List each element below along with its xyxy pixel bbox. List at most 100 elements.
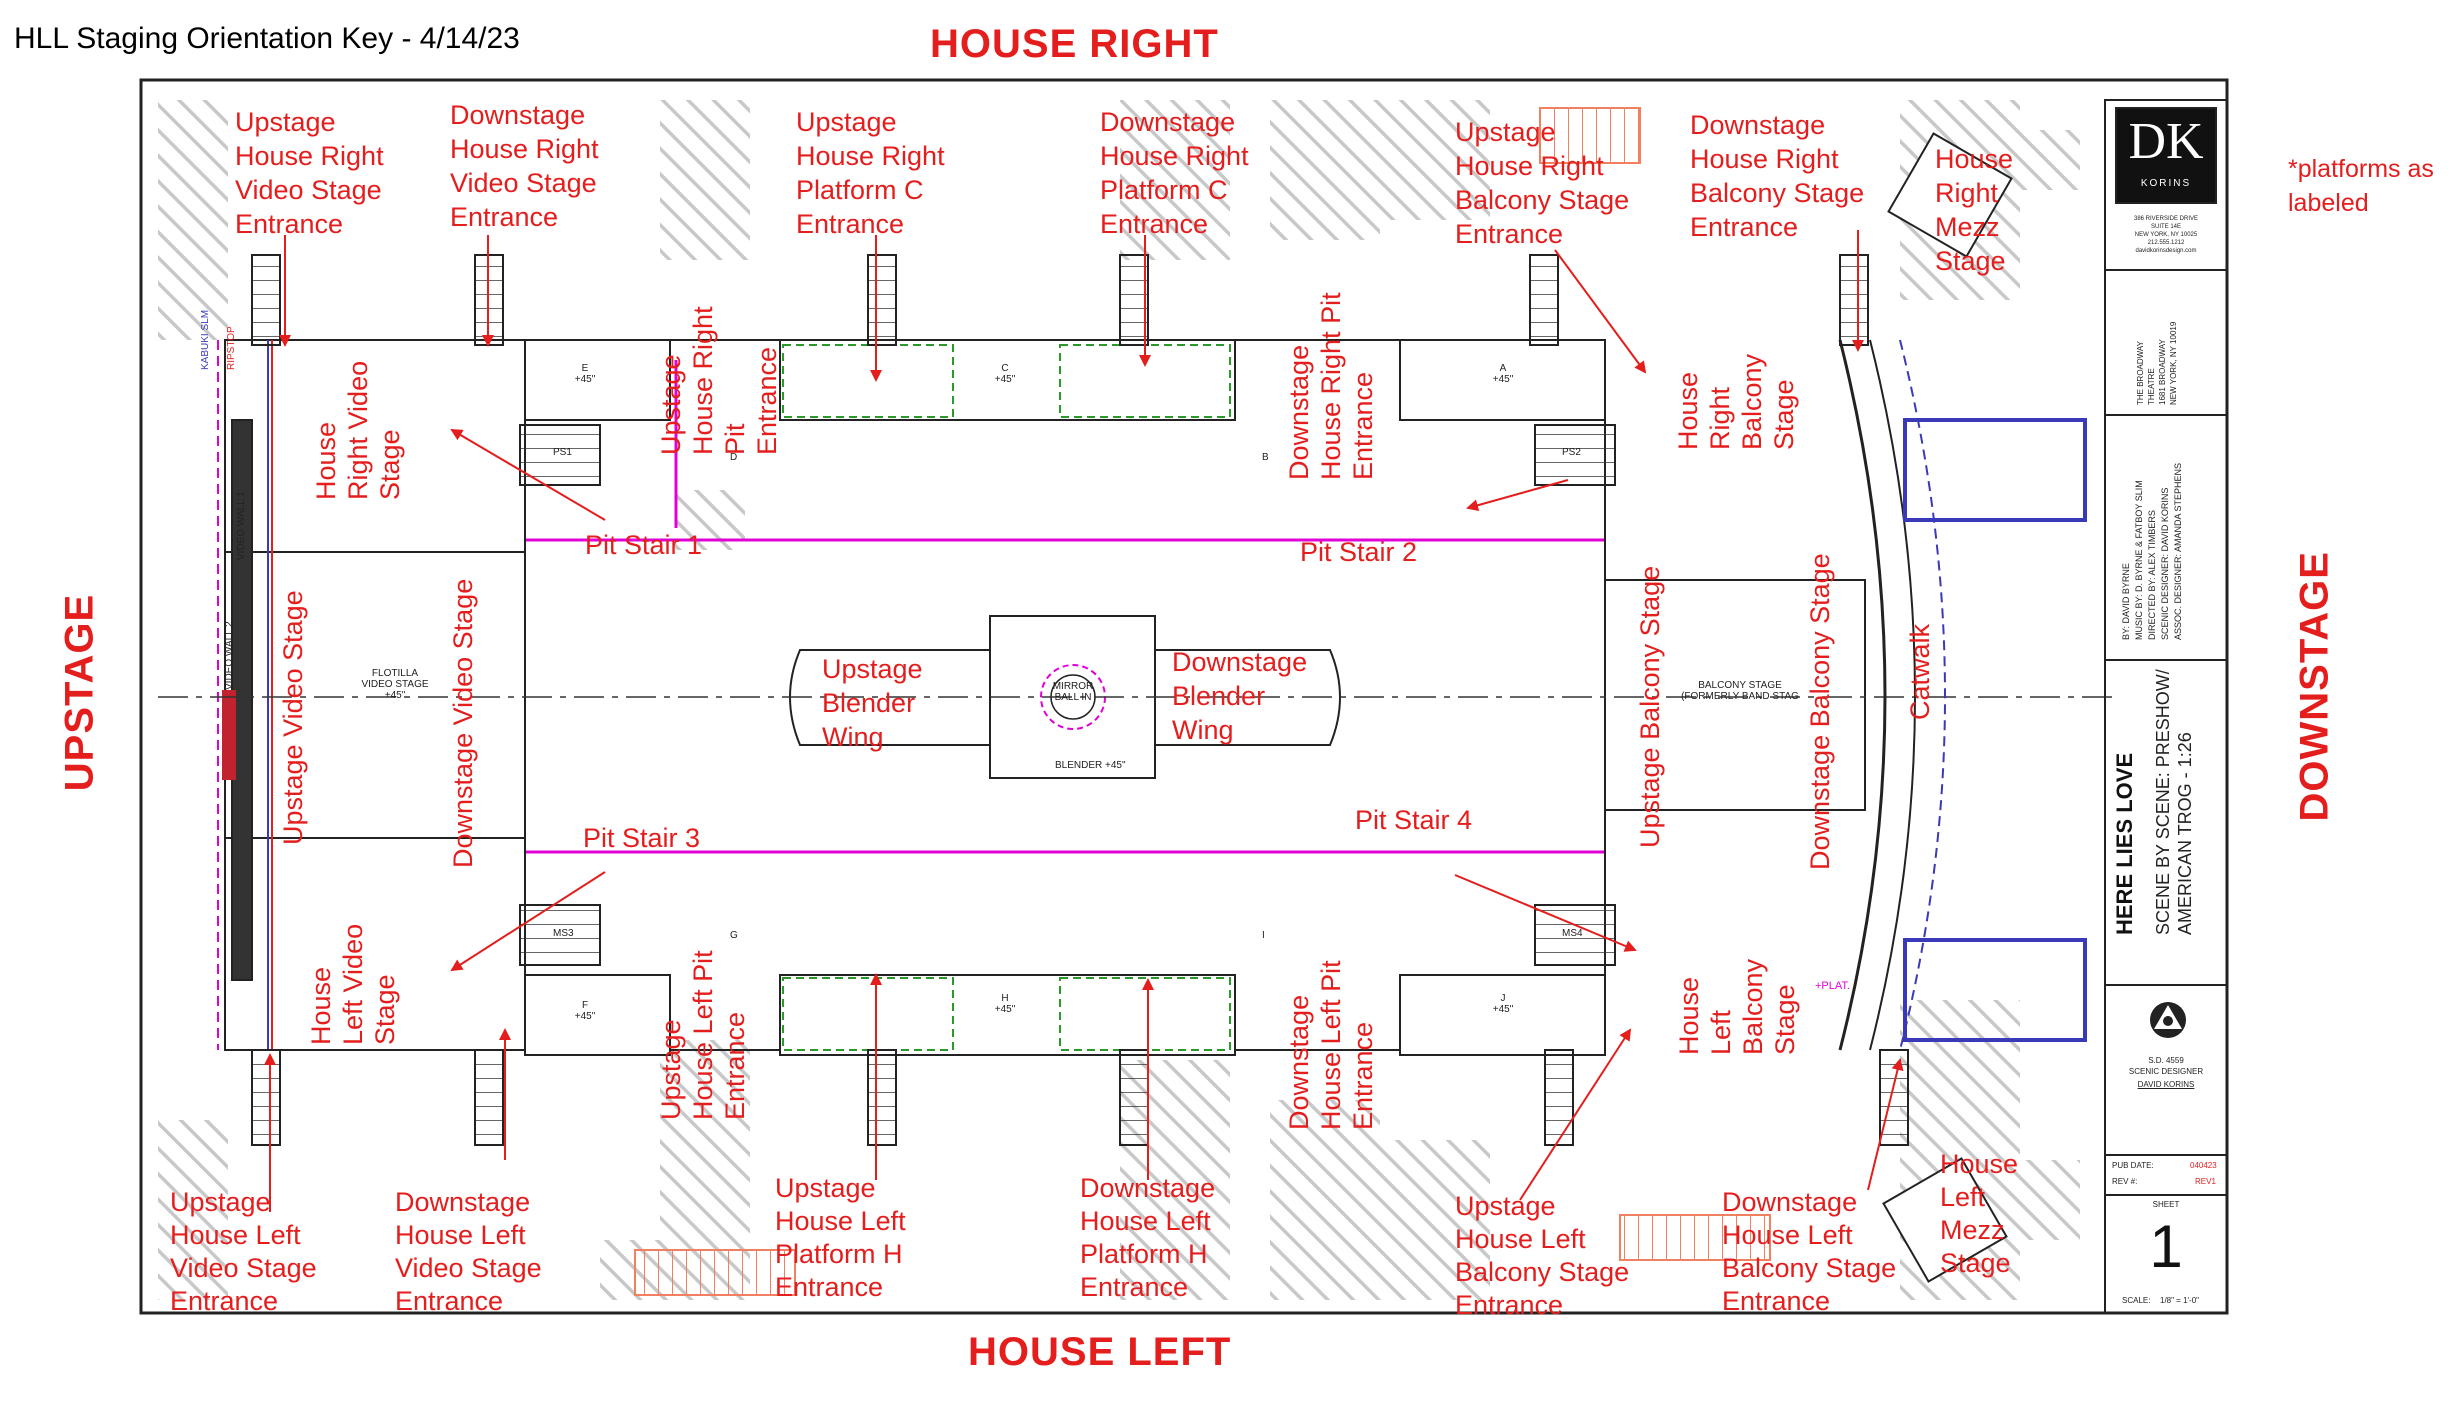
platforms-note-line: *platforms as — [2288, 155, 2434, 183]
annotation-ds-hr-pit-entrance: Downstage House Right Pit Entrance — [1283, 280, 1379, 480]
annotation-line: Right — [1935, 178, 1999, 208]
balcony-stage-label: BALCONY STAGE (FORMERLY BAND STAG — [1670, 680, 1810, 702]
annotation-line: Video Stage — [450, 168, 597, 198]
annotation-line: Mezz — [1935, 212, 2000, 242]
annotation-line: Entrance — [450, 202, 559, 232]
annotation-line: Downstage — [1080, 1173, 1216, 1203]
annotation-ds-hl-pit-entrance: Downstage House Left Pit Entrance — [1283, 940, 1379, 1130]
annotation-us-hr-platform-c-entrance: Upstage House Right Platform C Entrance — [796, 105, 945, 241]
annotation-line: Downstage — [395, 1187, 531, 1217]
platform-a-letter: A — [1499, 363, 1507, 374]
annotation-line: House Right Pit — [1316, 292, 1346, 480]
platform-j-shape — [1399, 974, 1606, 1056]
annotation-line: Entrance — [1100, 209, 1209, 239]
annotation-line: Blender — [1172, 681, 1266, 711]
annotation-line: Stage — [1935, 246, 2006, 276]
annotation-line: Entrance — [235, 209, 344, 239]
page-title: HLL Staging Orientation Key - 4/14/23 — [14, 22, 520, 55]
flotilla-line: VIDEO STAGE — [361, 679, 429, 690]
annotation-line: Entrance — [1690, 212, 1799, 242]
platform-c-letter: C — [1001, 363, 1009, 374]
annotation-pit-stair-2: Pit Stair 2 — [1300, 537, 1418, 567]
annotation-line: Left Video — [338, 923, 368, 1045]
annotation-line: Upstage — [1455, 1191, 1556, 1221]
annotation-line: Downstage — [1722, 1187, 1858, 1217]
platform-j-label: J +45" — [1478, 993, 1528, 1015]
annotation-line: Stage — [375, 429, 405, 500]
annotation-line: House — [1673, 371, 1703, 450]
annotation-us-hr-pit-entrance: Upstage House Right Pit Entrance — [655, 285, 783, 455]
annotation-line: Downstage — [450, 100, 586, 130]
annotation-ds-hl-balcony-entrance: Downstage House Left Balcony Stage Entra… — [1722, 1186, 1896, 1318]
union-line: SCENIC DESIGNER — [2128, 1067, 2204, 1076]
logo-sub: KORINS — [2140, 178, 2192, 189]
annotation-line: Entrance — [395, 1286, 504, 1316]
annotation-pit-stair-1: Pit Stair 1 — [585, 530, 703, 560]
annotation-line: Balcony — [1738, 958, 1768, 1055]
balcony-stage-line: BALCONY STAGE — [1698, 680, 1782, 691]
annotation-us-hr-video-entrance: Upstage House Right Video Stage Entrance — [235, 105, 384, 241]
annotation-us-hl-pit-entrance: Upstage House Left Pit Entrance — [655, 930, 751, 1120]
annotation-line: Entrance — [775, 1272, 884, 1302]
platforms-note-line: labeled — [2288, 189, 2369, 217]
annotation-hl-video-stage: House Left Video Stage — [305, 875, 401, 1045]
annotation-line: Platform H — [775, 1239, 903, 1269]
orange-stairs — [634, 107, 1771, 1296]
platform-h-shape — [779, 974, 1236, 1056]
annotation-line: Downstage — [1284, 994, 1314, 1130]
mirror-ball-label: MIRROR BALL IN — [1048, 681, 1098, 703]
flotilla-line: FLOTILLA — [371, 668, 419, 679]
annotation-line: Stage — [1940, 1248, 2011, 1278]
ps1-label: PS1 — [553, 447, 572, 458]
platform-h-label: H +45" — [980, 993, 1030, 1015]
annotation-line: Video Stage — [170, 1253, 317, 1283]
annotation-line: Right — [1705, 386, 1735, 450]
platform-f-label: F +45" — [560, 1000, 610, 1022]
annotation-line: House Left — [170, 1220, 301, 1250]
annotation-line: Upstage — [170, 1187, 271, 1217]
address-line: NEW YORK, NY 10025 — [2134, 232, 2198, 238]
annotation-line: Downstage — [1172, 647, 1308, 677]
annotation-line: House Left — [1455, 1224, 1586, 1254]
corner-i: I — [1262, 930, 1265, 941]
annotation-line: House Right — [1100, 141, 1249, 171]
annotation-line: Right Video — [343, 360, 373, 500]
annotation-ds-hl-video-entrance: Downstage House Left Video Stage Entranc… — [395, 1186, 542, 1318]
annotation-us-hl-video-entrance: Upstage House Left Video Stage Entrance — [170, 1186, 317, 1318]
platform-h-letter: H — [1001, 993, 1009, 1004]
house-right-label: HOUSE RIGHT — [930, 22, 1219, 66]
credit-line: MUSIC BY: D. BYRNE & FATBOY SLIM — [2134, 480, 2144, 640]
annotation-hl-mezz-stage: House Left Mezz Stage — [1940, 1148, 2018, 1280]
annotation-line: Entrance — [1455, 1290, 1564, 1320]
annotation-line: Entrance — [170, 1286, 279, 1316]
credit-line: SCENIC DESIGNER: DAVID KORINS — [2160, 487, 2170, 640]
logo: DK — [2128, 113, 2204, 170]
mirror-ball-line: BALL IN — [1054, 692, 1092, 703]
annotation-downstage-video-stage: Downstage Video Stage — [448, 578, 478, 868]
annotation-line: Entrance — [1080, 1272, 1189, 1302]
annotation-line: Platform C — [796, 175, 924, 205]
scale-label: SCALE: — [2122, 1296, 2151, 1305]
pit-lines — [525, 360, 1605, 854]
annotation-line: House Left Pit — [1316, 960, 1346, 1130]
annotation-ds-hl-platform-h-entrance: Downstage House Left Platform H Entrance — [1080, 1172, 1215, 1304]
platform-c-label: C +45" — [980, 363, 1030, 385]
platform-f-letter: F — [581, 1000, 589, 1011]
catwalk-shape — [1838, 339, 2087, 1051]
venue-block: THE BROADWAY THEATRE 1681 BROADWAY NEW Y… — [2135, 275, 2179, 405]
corner-b: B — [1262, 452, 1269, 463]
balcony-stage-line: (FORMERLY BAND STAG — [1681, 691, 1799, 702]
annotation-line: Entrance — [1722, 1286, 1831, 1316]
scene-line: SCENE BY SCENE: PRESHOW/ — [2153, 669, 2173, 935]
annotation-line: House — [306, 966, 336, 1045]
hatched-walls — [158, 100, 2080, 1300]
annotation-line: Downstage — [1690, 110, 1826, 140]
address-line: 212.555.1212 — [2147, 240, 2185, 246]
annotation-line: Left — [1940, 1182, 1986, 1212]
annotation-line: House Left — [395, 1220, 526, 1250]
annotation-line: Downstage — [1100, 107, 1236, 137]
annotation-line: Platform H — [1080, 1239, 1208, 1269]
annotation-line: Balcony Stage — [1690, 178, 1865, 208]
annotation-line: House — [1940, 1149, 2019, 1179]
